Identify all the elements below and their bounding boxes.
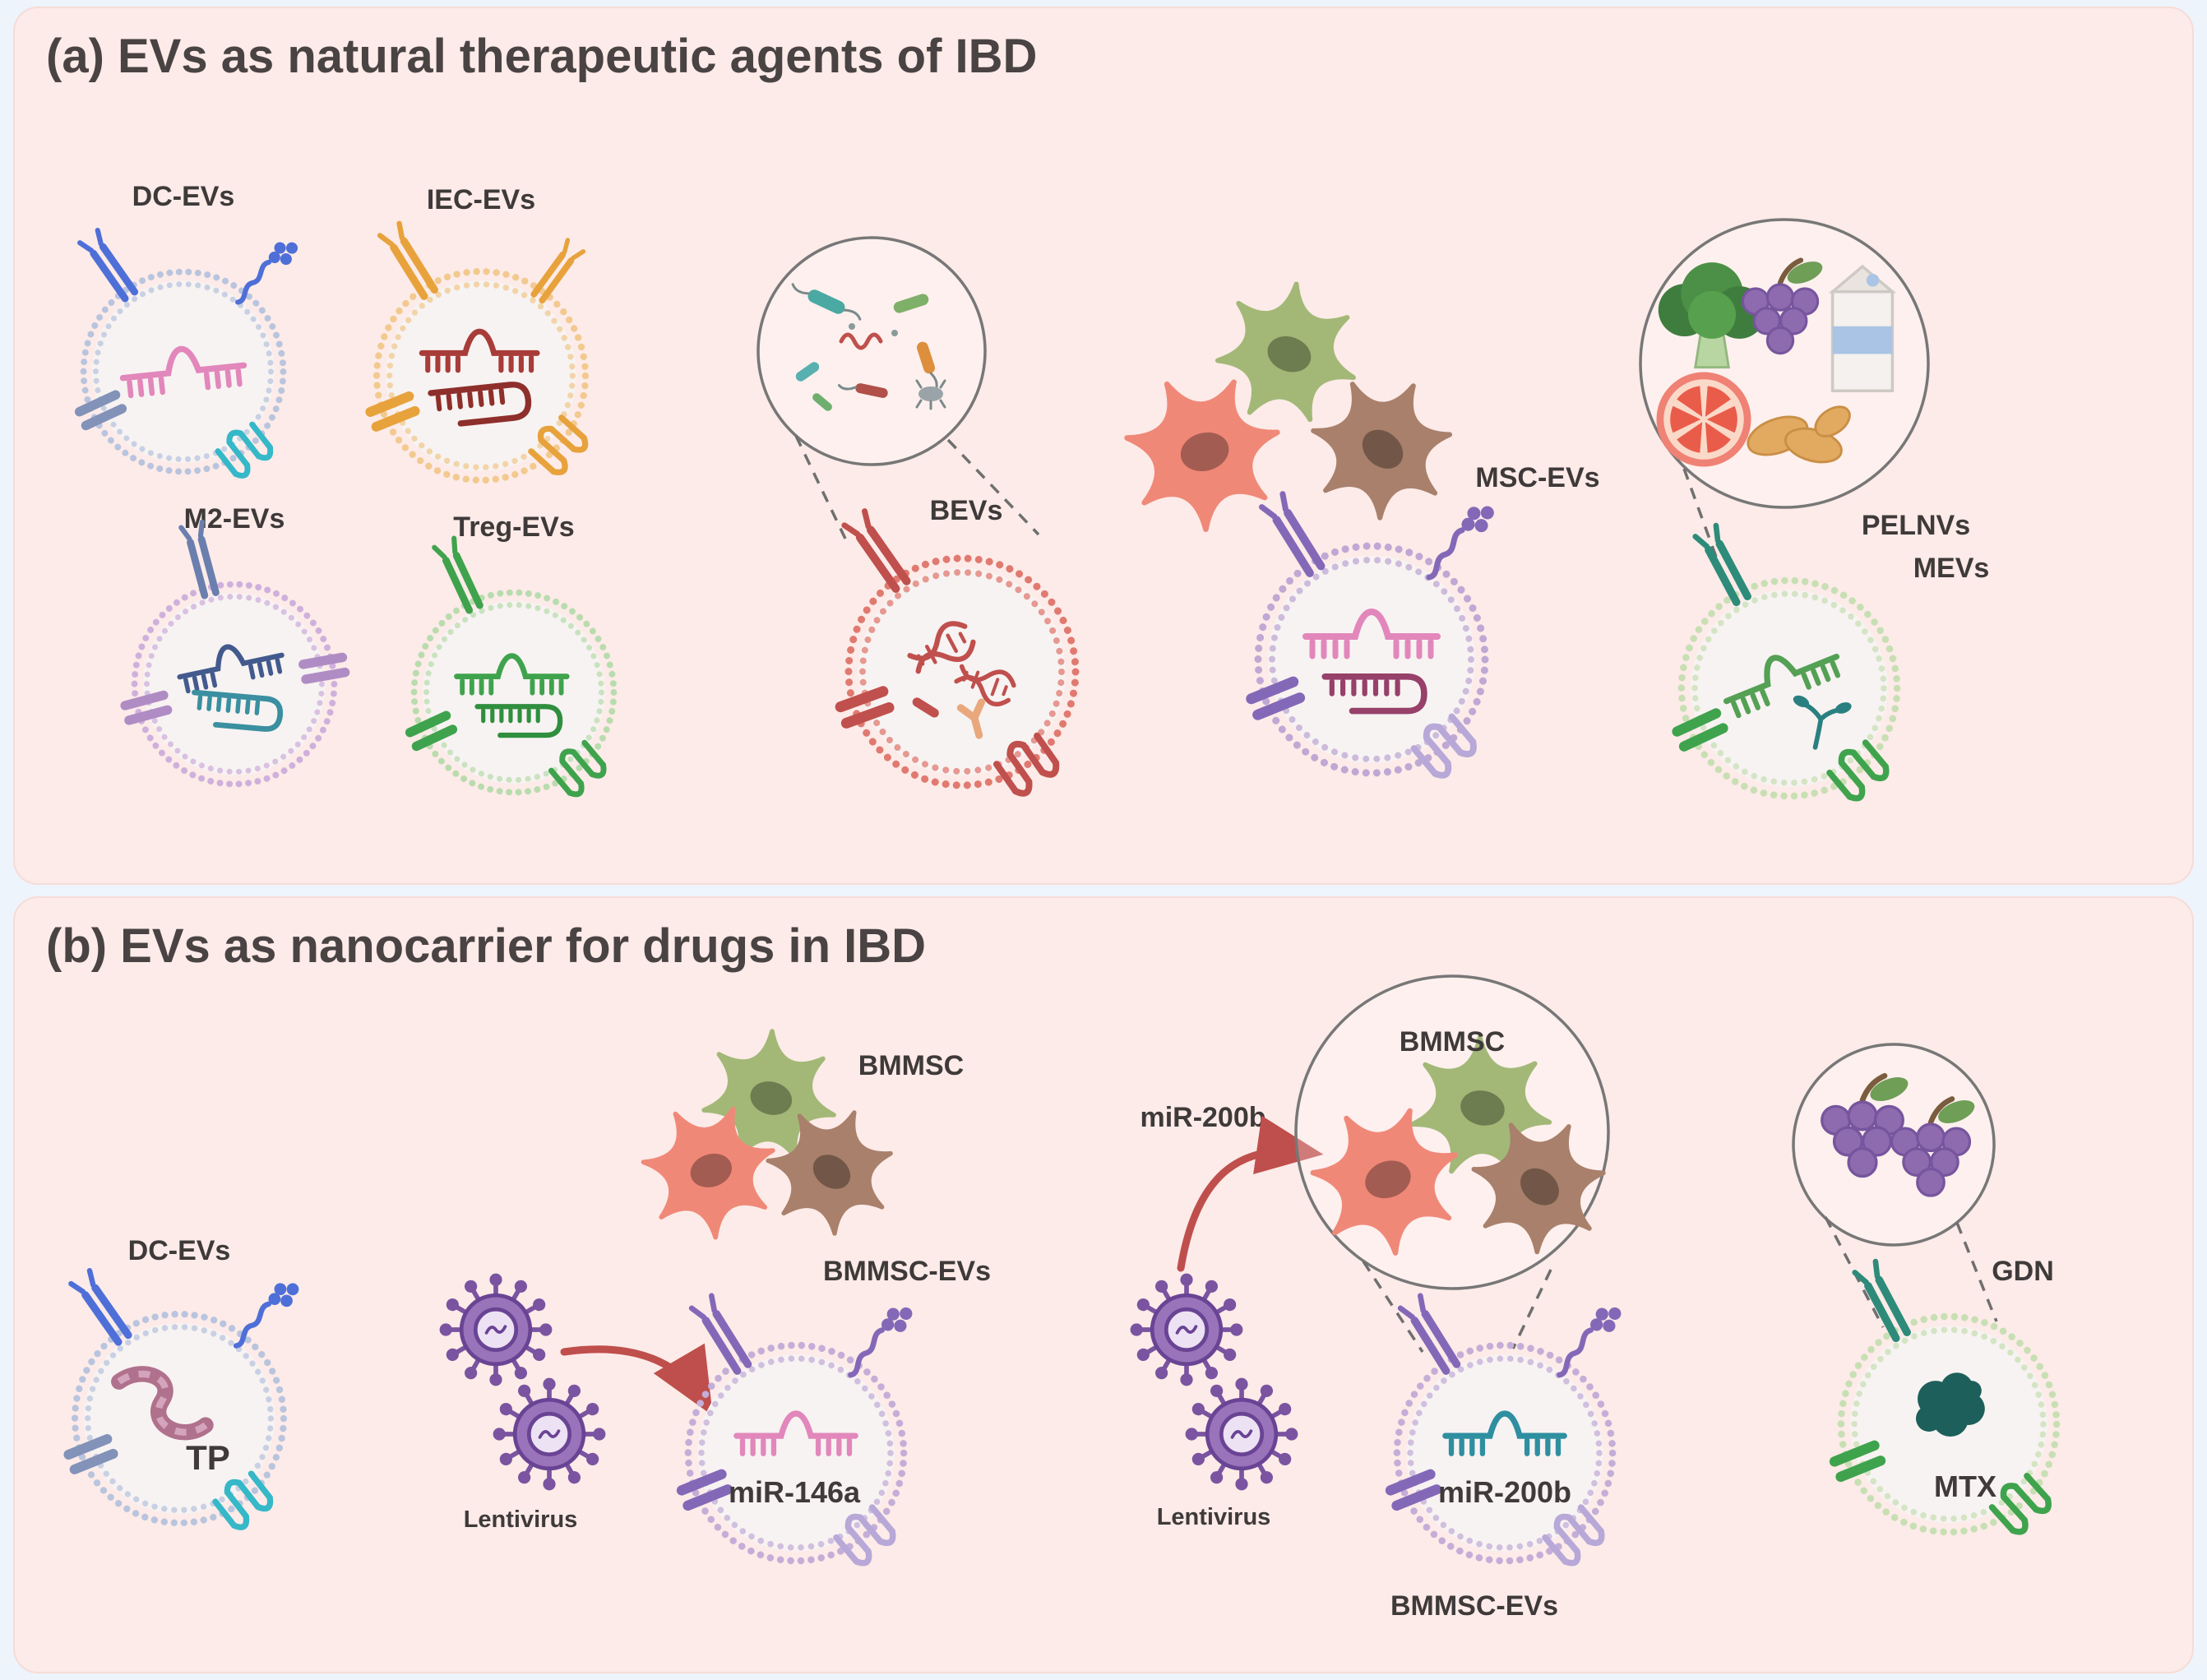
grape-circle bbox=[1792, 1043, 1996, 1247]
gdn-label: GDN bbox=[1992, 1256, 2054, 1287]
vesicle-membrane-icon bbox=[135, 585, 335, 784]
lentivirus-icon bbox=[440, 1274, 553, 1386]
dc-evs-vesicle bbox=[62, 1270, 303, 1530]
bmmsc-circle bbox=[1294, 974, 1631, 1290]
bmmsc-evs-vesicle-right bbox=[1384, 1296, 1626, 1567]
lentivirus-icon bbox=[1131, 1274, 1243, 1386]
treg-evs-label: Treg-EVs bbox=[453, 511, 574, 543]
panel-a: (a) EVs as natural therapeutic agents of… bbox=[13, 7, 2194, 885]
receptor-icon bbox=[1261, 494, 1328, 580]
bmmsc-circle-label: BMMSC bbox=[1400, 1026, 1505, 1058]
mir146a-cargo-label: miR-146a bbox=[729, 1475, 861, 1509]
bevs-vesicle bbox=[833, 511, 1076, 798]
msc-evs-vesicle bbox=[1244, 494, 1498, 780]
grapefruit-icon bbox=[1656, 372, 1751, 467]
iec-evs-label: IEC-EVs bbox=[427, 184, 535, 215]
mtx-cargo-label: MTX bbox=[1934, 1469, 1996, 1503]
glycoprotein-icon bbox=[231, 1275, 303, 1357]
m2-evs-vesicle bbox=[119, 522, 351, 784]
mevs-label: MEVs bbox=[1913, 553, 1990, 584]
receptor-icon bbox=[692, 1296, 755, 1377]
receptor-icon bbox=[71, 1270, 134, 1348]
milk-carton-icon bbox=[1830, 265, 1895, 392]
lentivirus-left-label: Lentivirus bbox=[464, 1506, 578, 1533]
panel-a-title: (a) EVs as natural therapeutic agents of… bbox=[46, 30, 1037, 83]
lipid-icon bbox=[912, 697, 939, 718]
lentivirus-right-label: Lentivirus bbox=[1157, 1504, 1271, 1530]
magnifier-line bbox=[1362, 1261, 1424, 1353]
vesicle-membrane-icon bbox=[75, 1314, 284, 1523]
magnifier-line bbox=[1955, 1222, 1998, 1322]
bmmsc-evs-right-label: BMMSC-EVs bbox=[1390, 1590, 1558, 1622]
magnifier-line bbox=[1511, 1269, 1552, 1349]
msc-cells bbox=[1117, 268, 1479, 546]
dc-evs-vesicle bbox=[73, 230, 302, 479]
iec-evs-vesicle bbox=[363, 224, 590, 480]
transfection-arrow bbox=[560, 1343, 713, 1416]
glycoprotein-icon bbox=[1423, 498, 1498, 589]
panel-b-title: (b) EVs as nanocarrier for drugs in IBD bbox=[46, 919, 926, 973]
food-circle bbox=[1639, 218, 1930, 509]
glycoprotein-icon bbox=[234, 234, 302, 313]
bacteria-icons bbox=[791, 283, 946, 411]
bevs-label: BEVs bbox=[930, 495, 1003, 526]
receptor-icon bbox=[434, 539, 486, 616]
dc-evs-label: DC-EVs bbox=[128, 1235, 231, 1266]
glycoprotein-icon bbox=[1554, 1299, 1625, 1386]
lentivirus-icon bbox=[493, 1378, 606, 1491]
receptor-icon bbox=[844, 511, 914, 595]
treg-evs-vesicle bbox=[404, 539, 613, 798]
mir200b-label: miR-200b bbox=[1140, 1102, 1265, 1133]
pelnv-vesicle bbox=[1670, 525, 1897, 802]
receptor-icon bbox=[1696, 525, 1755, 609]
vesicle-membrane-icon bbox=[84, 272, 284, 472]
receptor-icon bbox=[1855, 1261, 1914, 1344]
bmmsc-cells-label: BMMSC bbox=[858, 1050, 964, 1081]
receptor-icon bbox=[1400, 1296, 1464, 1377]
bmmsc-evs-vesicle-left bbox=[675, 1296, 917, 1567]
lentivirus-icon bbox=[1186, 1378, 1298, 1491]
lentivirus-right bbox=[1131, 1274, 1298, 1491]
dc-evs-label: DC-EVs bbox=[132, 181, 235, 212]
glycoprotein-icon bbox=[845, 1299, 916, 1386]
msc-evs-label: MSC-EVs bbox=[1475, 462, 1599, 493]
receptor-icon bbox=[380, 224, 441, 303]
pelnvs-label: PELNVs bbox=[1862, 510, 1970, 541]
magnifier-line bbox=[946, 438, 1040, 536]
mir200b-arrow bbox=[1177, 1115, 1324, 1272]
protein-icon bbox=[956, 698, 985, 739]
lentivirus-left bbox=[440, 1274, 606, 1491]
bacteria-circle bbox=[756, 236, 987, 466]
mir200b-cargo-label: miR-200b bbox=[1438, 1475, 1571, 1509]
bmmsc-evs-left-label: BMMSC-EVs bbox=[823, 1256, 991, 1287]
receptor-icon bbox=[80, 230, 141, 304]
panel-b: (b) EVs as nanocarrier for drugs in IBD … bbox=[13, 896, 2194, 1673]
tp-cargo-label: TP bbox=[186, 1438, 230, 1477]
receptor-icon bbox=[529, 240, 584, 306]
